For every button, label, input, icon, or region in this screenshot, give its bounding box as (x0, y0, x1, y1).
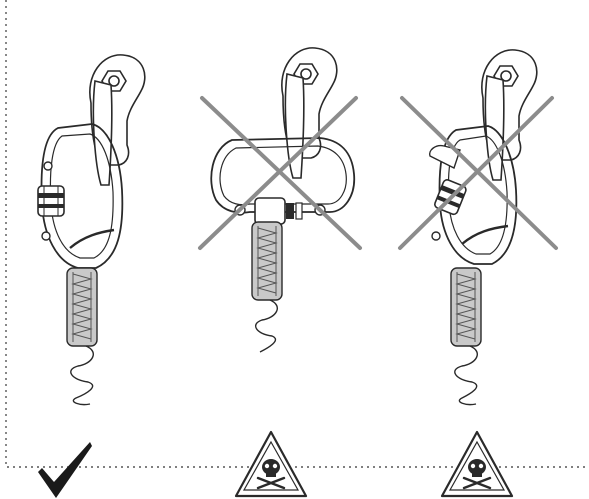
rope-tail (454, 345, 478, 406)
danger-triangle-skull-icon (440, 430, 514, 498)
danger-triangle-skull-icon (234, 430, 308, 498)
sewn-sling (66, 267, 98, 347)
oval-carabiner (438, 125, 518, 265)
anchor-plate (281, 47, 338, 179)
anchor-plate (89, 54, 146, 186)
check-icon (38, 442, 92, 498)
panel-incorrect-connection-b (398, 49, 558, 498)
sewn-sling (450, 267, 482, 347)
screw-lock-gate (37, 161, 65, 241)
rope-tail (254, 299, 278, 353)
sewn-sling (251, 221, 283, 301)
cross-mark-icon (198, 96, 362, 250)
oval-carabiner (40, 123, 124, 269)
cross-mark-icon (398, 96, 558, 250)
panel-correct-connection (37, 54, 146, 498)
panel-incorrect-connection-a (198, 47, 362, 498)
rope-tail (70, 345, 94, 406)
open-gate (429, 144, 467, 241)
